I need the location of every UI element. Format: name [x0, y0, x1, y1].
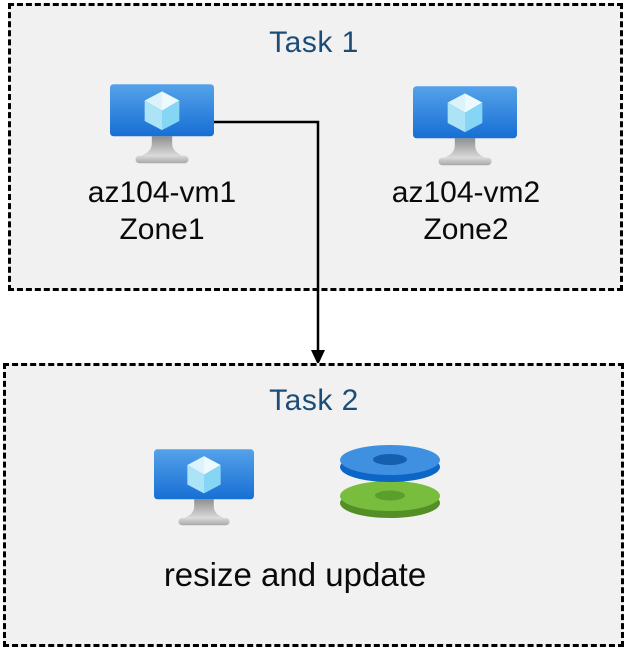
- vm2-label: az104-vm2 Zone2: [361, 174, 571, 248]
- virtual-machine-icon: [110, 84, 214, 164]
- task2-box: [3, 363, 624, 647]
- vm1-zone: Zone1: [119, 213, 205, 246]
- virtual-machine-icon: [413, 86, 517, 166]
- task2-title: Task 2: [269, 384, 359, 417]
- vm1-name: az104-vm1: [87, 176, 237, 209]
- resize-caption: resize and update: [163, 556, 427, 593]
- task1-title: Task 1: [269, 26, 359, 59]
- vm2-zone: Zone2: [423, 213, 509, 246]
- vm2-name: az104-vm2: [391, 176, 541, 209]
- vm1-label: az104-vm1 Zone1: [57, 174, 267, 248]
- stacked-disks-icon: [340, 445, 440, 518]
- virtual-machine-icon: [154, 449, 254, 526]
